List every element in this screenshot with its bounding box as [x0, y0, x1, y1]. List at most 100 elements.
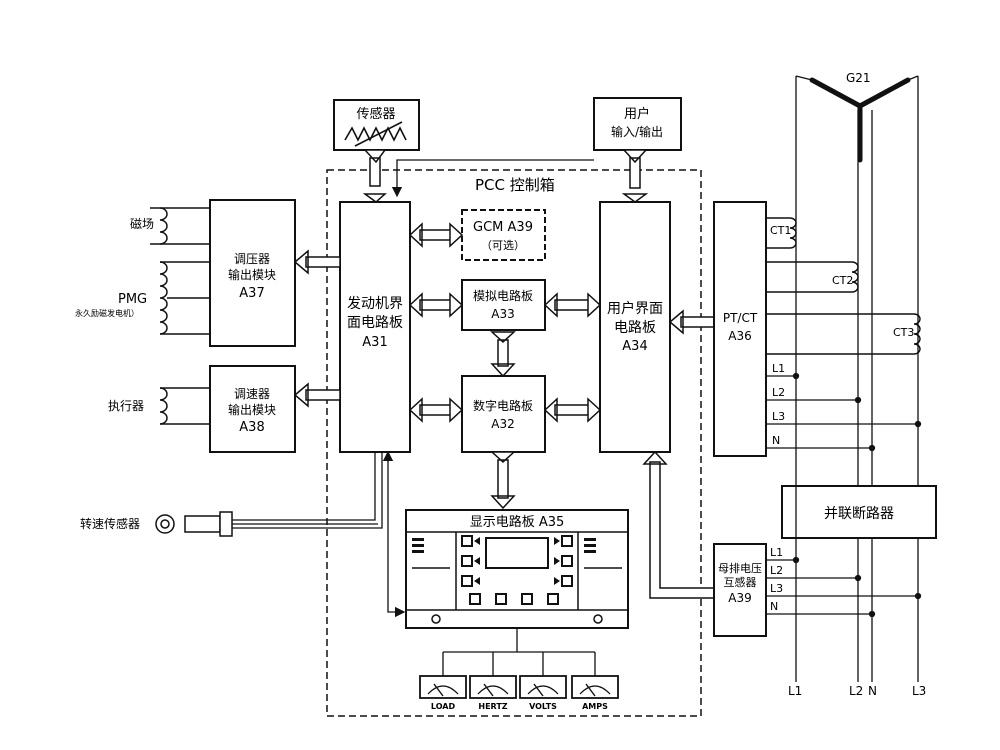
engine-board-line2: 面电路板: [347, 315, 403, 331]
bus-pt-box: [713, 543, 767, 637]
bus-n-label: N: [770, 600, 778, 613]
userio-board-arrow: [621, 149, 649, 203]
engine-gcm-arrow: [408, 222, 464, 248]
userio-engine-line: [391, 159, 594, 198]
display-board-box: [405, 509, 629, 629]
meter-load-label: LOAD: [431, 702, 456, 711]
phase-lines: [795, 75, 919, 682]
bus-phase-taps: [766, 556, 922, 618]
ct3-label: CT3: [893, 326, 914, 339]
analog-board-line2: A33: [491, 307, 514, 321]
bottom-l2-label: L2: [849, 684, 863, 698]
actuator-label: 执行器: [108, 399, 144, 413]
bottom-l3-label: L3: [912, 684, 926, 698]
engine-board-line3: A31: [362, 335, 387, 350]
pt-n-label: N: [772, 434, 780, 447]
display-screw-left-icon: [431, 614, 441, 624]
ptct-user-arrow: [668, 309, 715, 335]
user-board-line1: 用户界面: [607, 300, 663, 317]
actuator-coil-icon: [159, 387, 210, 425]
speed-sensor-body-icon: [184, 515, 221, 533]
breaker-box: [781, 485, 937, 539]
digital-board-line2: A32: [491, 417, 514, 431]
meter-hertz-label: HERTZ: [478, 702, 507, 711]
ct2-label: CT2: [832, 274, 853, 287]
pcc-enclosure: [326, 169, 702, 717]
bottom-n-label: N: [868, 684, 877, 698]
pmg-label: PMG: [118, 292, 147, 307]
gcm-box: [461, 209, 546, 261]
user-io-line1: 用户: [624, 106, 650, 122]
sensor-label: 传感器: [356, 106, 395, 122]
ptct-line1: PT/CT: [723, 311, 758, 325]
buspt-user-arrow: [642, 450, 715, 599]
voltage-module-box: [209, 199, 296, 347]
governor-module-line2: 输出模块: [228, 402, 276, 417]
voltage-module-line1: 调压器: [234, 252, 270, 266]
thermistor-icon: [344, 126, 407, 142]
engine-analog-arrow: [408, 292, 464, 318]
analog-user-arrow: [543, 292, 602, 318]
engine-board-line1: 发动机界: [347, 296, 403, 312]
meter-hertz-icon: HERTZ: [469, 675, 517, 711]
bottom-l1-label: L1: [788, 684, 802, 698]
ptct-line2: A36: [728, 329, 751, 343]
voltage-module-line2: 输出模块: [228, 267, 276, 282]
governor-module-line3: A38: [239, 420, 264, 435]
digital-board-box: [461, 375, 546, 453]
engine-governor-arrow: [293, 382, 341, 408]
bus-l2-label: L2: [770, 564, 783, 577]
sensor-engine-arrow: [362, 149, 387, 203]
ptct-box: [713, 201, 767, 457]
user-board-line3: A34: [622, 339, 647, 354]
pt-l2-label: L2: [772, 386, 785, 399]
pt-l3-label: L3: [772, 410, 785, 423]
display-screw-right-icon: [593, 614, 603, 624]
field-label: 磁场: [130, 216, 154, 231]
user-io-box: [593, 97, 682, 151]
bus-l3-label: L3: [770, 582, 783, 595]
pmg-sub-label: 永久励磁发电机）: [75, 308, 139, 318]
voltage-module-line3: A37: [239, 286, 264, 301]
bus-l1-label: L1: [770, 546, 783, 559]
analog-digital-arrow: [490, 331, 516, 378]
bus-pt-line3: A39: [728, 591, 751, 605]
engine-display-link: [387, 452, 406, 618]
digital-user-arrow: [543, 397, 602, 423]
ct1-label: CT1: [770, 224, 791, 237]
meter-volts-label: VOLTS: [529, 702, 557, 711]
governor-module-line1: 调速器: [234, 387, 270, 401]
digital-board-line1: 数字电路板: [473, 398, 533, 413]
user-io-line2: 输入/输出: [611, 124, 663, 139]
pcc-title: PCC 控制箱: [475, 176, 555, 194]
field-coil-icon: [150, 207, 210, 245]
meter-amps-icon: AMPS: [571, 675, 619, 711]
ct-coil-icons: [766, 217, 921, 355]
digital-display-arrow: [490, 451, 516, 510]
user-board-line2: 电路板: [614, 320, 656, 336]
meter-load-icon: LOAD: [419, 675, 467, 711]
meter-volts-icon: VOLTS: [519, 675, 567, 711]
bus-pt-line2: 互感器: [724, 576, 757, 589]
user-board-box: [599, 201, 671, 453]
display-led-icons: [412, 538, 596, 553]
engine-voltage-arrow: [293, 249, 341, 275]
display-button-icons: [461, 535, 573, 605]
engine-digital-arrow: [408, 397, 464, 423]
display-screen-icon: [485, 537, 549, 569]
speed-sensor-ring-icon: [155, 514, 175, 534]
analog-board-line1: 模拟电路板: [473, 288, 533, 303]
breaker-label: 并联断路器: [824, 506, 894, 522]
meter-amps-label: AMPS: [582, 702, 608, 711]
pt-phase-taps: [766, 372, 922, 452]
gcm-line1: GCM A39: [473, 220, 533, 235]
generator-wye-icon: [809, 77, 911, 163]
display-board-title: 显示电路板 A35: [470, 514, 565, 530]
speed-sensor-label: 转速传感器: [80, 516, 140, 531]
bus-pt-line1: 母排电压: [718, 561, 762, 575]
governor-module-box: [209, 365, 296, 453]
pt-l1-label: L1: [772, 362, 785, 375]
meter-bus: [442, 628, 596, 676]
gcm-line2: （可选）: [481, 239, 525, 252]
